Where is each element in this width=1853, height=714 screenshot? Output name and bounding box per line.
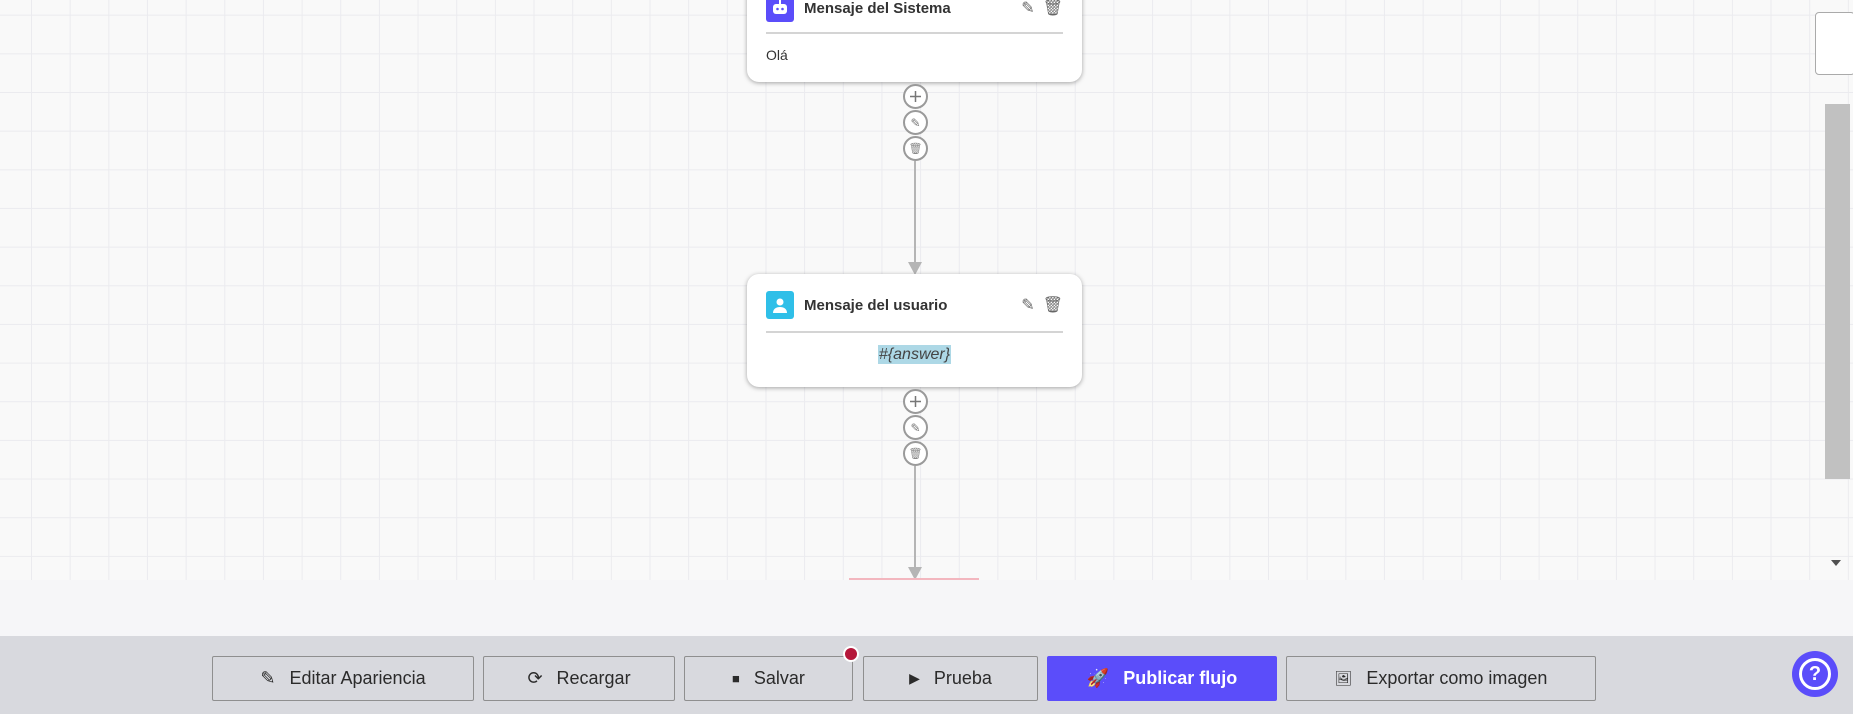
publish-flow-button[interactable]: 🚀Publicar flujo [1047,656,1277,701]
play-icon: ▶ [909,670,920,686]
edit-icon: ✎ [260,668,276,688]
delete-connection-icon[interactable]: 🗑 [903,136,928,161]
add-node-icon[interactable] [903,389,928,414]
scroll-down-icon[interactable] [1831,560,1841,566]
image-icon: 🖼 [1334,670,1353,686]
node-title: Mensaje del Sistema [804,0,951,17]
edit-connection-icon[interactable]: ✎ [903,415,928,440]
test-button[interactable]: ▶Prueba [863,656,1038,701]
unsaved-changes-badge [843,646,859,662]
node-title: Mensaje del usuario [804,296,948,314]
floppy-disk-icon: ■ [732,671,740,686]
reload-button[interactable]: ⟳Recargar [483,656,675,701]
robot-icon [766,0,794,22]
node-content: Olá [766,47,788,63]
node-system-message[interactable]: Mensaje del Sistema ✎ 🗑 Olá [747,0,1082,82]
edit-connection-icon[interactable]: ✎ [903,110,928,135]
question-icon: ? [1799,658,1831,690]
node-user-message[interactable]: Mensaje del usuario ✎ 🗑 #{answer} [747,274,1082,387]
trash-icon[interactable]: 🗑 [1042,297,1063,314]
answer-variable: #{answer} [877,345,952,364]
edit-appearance-button[interactable]: ✎Editar Apariencia [212,656,474,701]
rocket-icon: 🚀 [1086,668,1110,688]
trash-icon[interactable]: 🗑 [1042,0,1063,17]
delete-connection-icon[interactable]: 🗑 [903,441,928,466]
scrollbar-thumb[interactable] [1825,104,1850,479]
help-button[interactable]: ? [1792,651,1838,697]
edit-pencil-icon[interactable]: ✎ [1021,297,1035,314]
flow-canvas[interactable]: Mensaje del Sistema ✎ 🗑 Olá ✎ 🗑 Mensaje … [0,0,1853,580]
edit-pencil-icon[interactable]: ✎ [1021,0,1035,17]
user-icon [766,291,794,319]
save-button[interactable]: ■Salvar [684,656,853,701]
refresh-icon: ⟳ [527,668,543,688]
next-node-edge [849,578,979,580]
minimap-box[interactable] [1815,12,1853,75]
bottom-toolbar: ✎Editar Apariencia ⟳Recargar ■Salvar ▶Pr… [0,636,1853,714]
export-image-button[interactable]: 🖼Exportar como imagen [1286,656,1596,701]
add-node-icon[interactable] [903,84,928,109]
